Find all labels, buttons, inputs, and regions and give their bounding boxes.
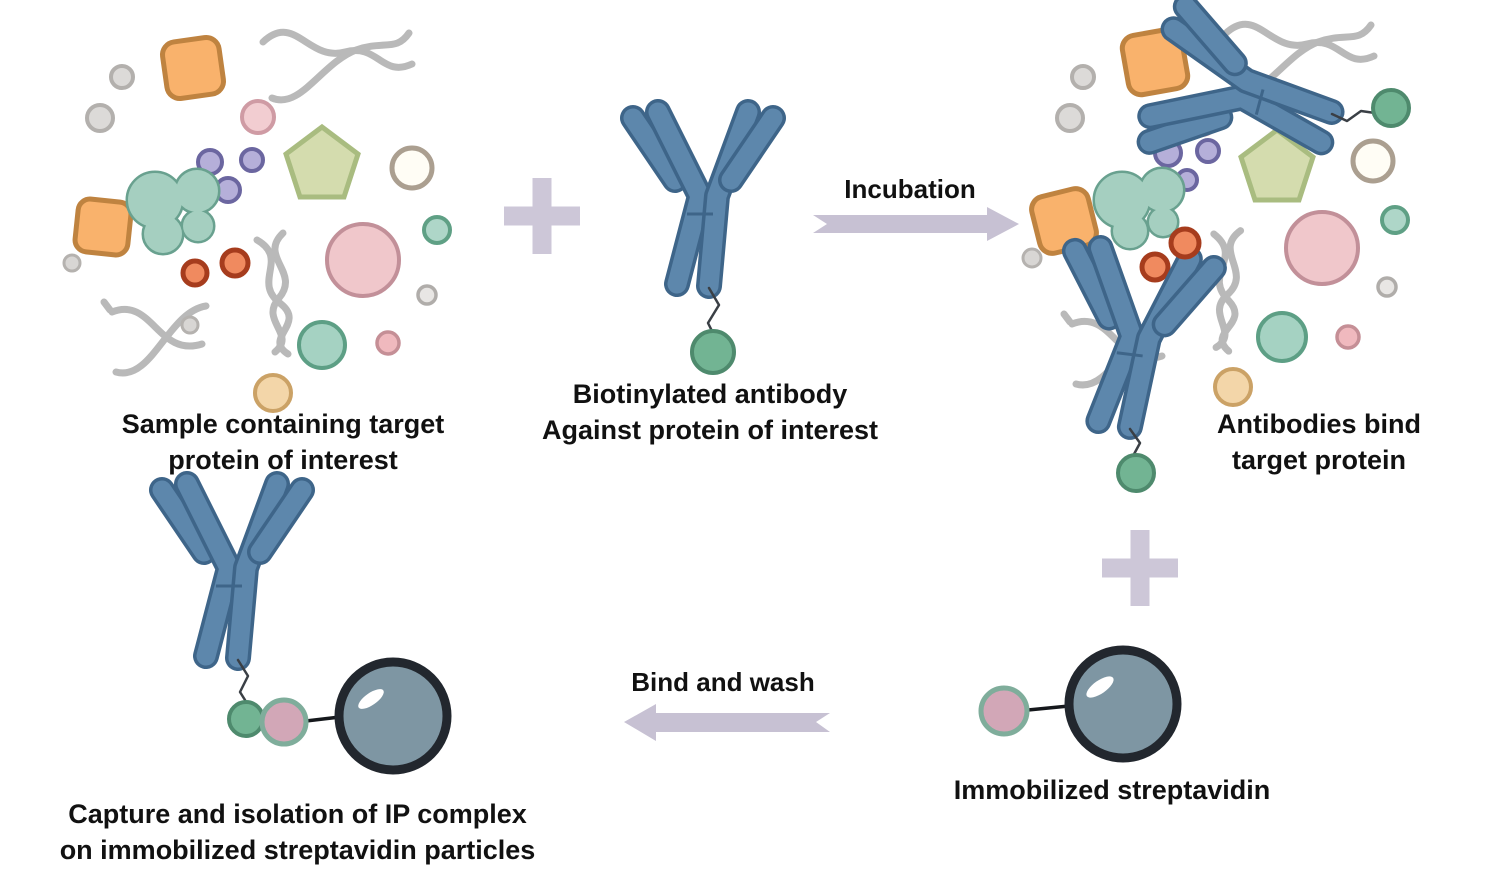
protein-circle bbox=[85, 103, 115, 133]
caption-line: on immobilized streptavidin particles bbox=[59, 835, 536, 865]
bind-wash-label: Bind and wash bbox=[523, 664, 923, 700]
protein-circle bbox=[1335, 324, 1361, 350]
bound-antibody-icon bbox=[1054, 245, 1214, 493]
bead-icon bbox=[334, 657, 452, 775]
protein-circle bbox=[239, 147, 265, 173]
caption-line: Antibodies bind bbox=[1217, 409, 1421, 439]
bound-sample-cluster bbox=[1021, 5, 1411, 493]
protein-circle bbox=[1070, 64, 1096, 90]
biotinylated-antibody-caption: Biotinylated antibody Against protein of… bbox=[485, 376, 935, 448]
caption-line: protein of interest bbox=[168, 445, 398, 475]
dna-squiggle bbox=[104, 302, 206, 373]
caption-line: Against protein of interest bbox=[541, 415, 879, 445]
bead-highlight bbox=[1086, 676, 1114, 698]
protein-circle bbox=[1055, 103, 1085, 133]
protein-ring bbox=[389, 145, 435, 191]
caption-line: Sample containing target bbox=[121, 409, 445, 439]
bead-linker bbox=[1026, 704, 1071, 712]
protein-circle bbox=[180, 258, 210, 288]
streptavidin-ball-icon bbox=[978, 685, 1030, 737]
capture-caption: Capture and isolation of IP complex on i… bbox=[25, 796, 570, 868]
protein-circle bbox=[1376, 276, 1398, 298]
antibody-icon bbox=[633, 112, 773, 286]
protein-circle bbox=[297, 320, 347, 370]
protein-circle bbox=[62, 253, 82, 273]
incubation-arrow-icon bbox=[813, 207, 1019, 241]
biotin-ball-icon bbox=[1116, 453, 1156, 493]
rna-squiggle bbox=[263, 32, 412, 100]
caption-line: Biotinylated antibody bbox=[572, 379, 848, 409]
antibody-icon bbox=[162, 484, 302, 658]
protein-square bbox=[159, 34, 227, 102]
protein-circle bbox=[240, 99, 276, 135]
protein-ring bbox=[1350, 138, 1396, 184]
protein-circle bbox=[180, 315, 200, 335]
protein-square bbox=[72, 196, 134, 258]
sample-cluster bbox=[62, 32, 452, 413]
protein-blob bbox=[125, 167, 221, 256]
bind-wash-arrow-icon bbox=[624, 704, 830, 741]
caption-line: Immobilized streptavidin bbox=[953, 775, 1271, 805]
protein-circle bbox=[253, 373, 293, 413]
sample-caption: Sample containing target protein of inte… bbox=[58, 406, 508, 478]
protein-circle bbox=[375, 330, 401, 356]
biotin-linker bbox=[1128, 427, 1142, 458]
protein-circle bbox=[325, 222, 401, 298]
bead-icon bbox=[1064, 645, 1182, 763]
caption-line: Bind and wash bbox=[631, 667, 815, 697]
protein-pentagon bbox=[1238, 126, 1316, 203]
caption-line: Capture and isolation of IP complex bbox=[68, 799, 527, 829]
immobilized-streptavidin-icon bbox=[978, 645, 1182, 763]
caption-line: Incubation bbox=[844, 174, 976, 204]
protein-circle bbox=[1284, 210, 1360, 286]
antibodies-bind-caption: Antibodies bind target protein bbox=[1147, 406, 1491, 478]
bead-highlight bbox=[358, 689, 384, 709]
incubation-label: Incubation bbox=[810, 171, 1010, 207]
biotinylated-antibody-icon bbox=[633, 112, 773, 375]
protein-circle bbox=[422, 215, 452, 245]
protein-circle bbox=[1380, 205, 1410, 235]
biotin-linker bbox=[236, 658, 250, 702]
caption-line: target protein bbox=[1231, 445, 1406, 475]
protein-circle bbox=[109, 64, 135, 90]
immobilized-streptavidin-caption: Immobilized streptavidin bbox=[912, 772, 1312, 808]
biotin-linker bbox=[706, 286, 721, 335]
plus-icon bbox=[1102, 530, 1178, 606]
protein-circle bbox=[1168, 226, 1202, 260]
protein-circle bbox=[1021, 247, 1043, 269]
protein-circle bbox=[1256, 311, 1308, 363]
biotin-ball-icon bbox=[690, 329, 736, 375]
biotin-linker bbox=[1330, 109, 1377, 123]
protein-circle bbox=[416, 284, 438, 306]
bound-antibody-icon bbox=[1144, 5, 1411, 185]
protein-blob bbox=[1092, 166, 1186, 251]
protein-circle bbox=[1195, 138, 1221, 164]
biotin-ball-icon bbox=[1371, 88, 1411, 128]
plus-icon bbox=[504, 178, 580, 254]
streptavidin-ball-icon bbox=[259, 697, 309, 747]
protein-pentagon bbox=[283, 123, 361, 200]
protein-circle bbox=[1139, 251, 1171, 283]
bead-linker bbox=[304, 715, 342, 723]
ip-complex-icon bbox=[162, 484, 452, 775]
protein-circle bbox=[219, 247, 251, 279]
protein-square bbox=[1119, 26, 1191, 98]
protein-circle bbox=[1213, 367, 1253, 407]
biotin-ball-icon bbox=[227, 700, 265, 738]
dna-helix-squiggle bbox=[257, 233, 289, 354]
